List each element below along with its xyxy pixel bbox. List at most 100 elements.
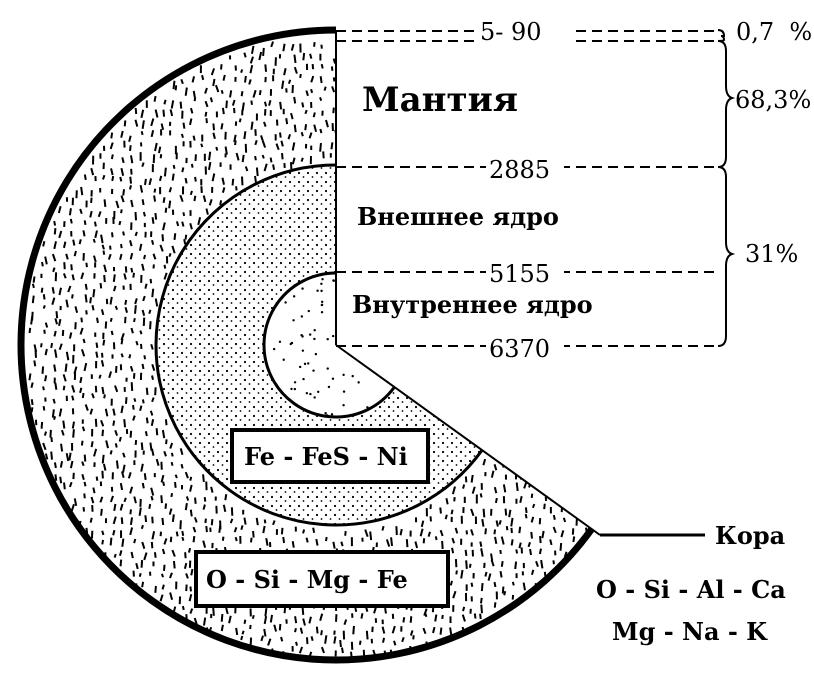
inner-core-texture-dot bbox=[273, 348, 275, 350]
mantle-texture-dash bbox=[265, 519, 266, 523]
inner-core-texture-dot bbox=[312, 369, 314, 371]
mantle-texture-dash bbox=[339, 124, 341, 131]
mantle-texture-dash bbox=[452, 510, 453, 514]
mantle-texture-dash bbox=[244, 53, 245, 58]
mantle-texture-dash bbox=[456, 135, 457, 140]
mantle-texture-dash bbox=[320, 614, 322, 621]
mantle-texture-dash bbox=[72, 396, 73, 401]
mantle-texture-dash bbox=[551, 442, 552, 446]
mantle-texture-dash bbox=[495, 537, 496, 544]
mantle-texture-dash bbox=[152, 531, 154, 539]
inner-core-texture-dot bbox=[300, 334, 302, 336]
mantle-texture-dash bbox=[605, 199, 606, 204]
mantle-texture-dash bbox=[322, 64, 323, 68]
mantle-texture-dash bbox=[295, 125, 296, 133]
mantle-texture-dash bbox=[189, 548, 190, 552]
mantle-texture-dash bbox=[131, 268, 132, 272]
mantle-texture-dash bbox=[174, 165, 175, 169]
mantle-texture-dash bbox=[370, 531, 371, 540]
mantle-texture-dash bbox=[593, 332, 594, 337]
mantle-texture-dash bbox=[182, 531, 183, 536]
mantle-texture-dash bbox=[142, 264, 144, 271]
mantle-texture-dash bbox=[322, 647, 324, 653]
mantle-texture-dash bbox=[576, 407, 578, 414]
mantle-texture-dash bbox=[225, 494, 226, 500]
mantle-texture-dash bbox=[104, 265, 106, 272]
mantle-texture-dash bbox=[143, 120, 144, 128]
mantle-texture-dash bbox=[605, 461, 606, 465]
mantle-texture-dash bbox=[265, 608, 266, 616]
mantle-texture-dash bbox=[625, 365, 626, 369]
crust-mass-percent: 0,7 % bbox=[736, 18, 812, 46]
mantle-texture-dash bbox=[155, 96, 156, 102]
mantle-texture-dash bbox=[255, 156, 256, 160]
mantle-texture-dash bbox=[53, 254, 55, 261]
inner-core-texture-dot bbox=[342, 404, 344, 406]
mantle-texture-dash bbox=[451, 581, 452, 586]
mantle-texture-dash bbox=[142, 582, 143, 587]
mantle-texture-dash bbox=[296, 642, 297, 646]
mantle-texture-dash bbox=[433, 54, 435, 59]
mantle-texture-dash bbox=[391, 155, 393, 163]
mantle-texture-dash bbox=[382, 54, 383, 59]
mantle-texture-dash bbox=[171, 493, 172, 497]
mantle-texture-dash bbox=[480, 186, 481, 193]
mantle-texture-dash bbox=[194, 136, 195, 141]
mantle-texture-dash bbox=[223, 75, 224, 81]
mantle-texture-dash bbox=[263, 155, 264, 158]
mantle-texture-dash bbox=[350, 113, 351, 122]
outer-core-base-depth-label: 5155 bbox=[489, 260, 550, 288]
mantle-texture-dash bbox=[55, 349, 56, 357]
mantle-texture-dash bbox=[163, 585, 164, 590]
mantle-texture-dash bbox=[206, 209, 207, 215]
mantle-texture-dash bbox=[111, 538, 112, 546]
mantle-texture-dash bbox=[293, 158, 295, 165]
mantle-texture-dash bbox=[513, 582, 514, 586]
mantle-texture-dash bbox=[592, 508, 593, 514]
mantle-texture-dash bbox=[142, 542, 144, 549]
mantle-texture-dash bbox=[186, 88, 187, 96]
mantle-texture-dash bbox=[269, 100, 270, 105]
mantle-texture-dash bbox=[95, 222, 96, 227]
mantle-texture-dash bbox=[606, 408, 607, 416]
mantle-texture-dash bbox=[530, 472, 531, 481]
inner-core-texture-dot bbox=[321, 278, 323, 280]
mantle-texture-dash bbox=[438, 67, 440, 74]
mantle-texture-dash bbox=[281, 637, 282, 641]
mantle-texture-dash bbox=[211, 98, 212, 103]
mantle-texture-dash bbox=[136, 212, 137, 220]
mantle-texture-dash bbox=[219, 525, 220, 533]
mantle-texture-dash bbox=[164, 451, 166, 456]
mantle-texture-dash bbox=[532, 517, 534, 523]
mantle-texture-dash bbox=[131, 155, 132, 163]
mantle-texture-dash bbox=[104, 464, 106, 471]
mantle-texture-dash bbox=[300, 647, 302, 653]
mantle-texture-dash bbox=[551, 429, 552, 437]
mantle-texture-dash bbox=[205, 497, 206, 501]
mantle-texture-dash bbox=[230, 90, 231, 97]
mantle-texture-dash bbox=[115, 554, 116, 558]
mantle-texture-dash bbox=[136, 563, 138, 569]
mantle-texture-dash bbox=[55, 318, 57, 324]
mantle-texture-dash bbox=[265, 164, 267, 171]
inner-core-texture-dot bbox=[283, 359, 285, 361]
mantle-texture-dash bbox=[241, 69, 242, 72]
mantle-texture-dash bbox=[177, 532, 178, 537]
mantle-texture-dash bbox=[271, 615, 272, 622]
mantle-texture-dash bbox=[260, 90, 261, 95]
mantle-texture-dash bbox=[102, 531, 103, 535]
mantle-texture-dash bbox=[452, 548, 453, 553]
inner-core-texture-dot bbox=[365, 271, 367, 273]
mantle-texture-dash bbox=[326, 537, 327, 541]
mantle-texture-dash bbox=[173, 174, 174, 181]
mantle-texture-dash bbox=[55, 474, 56, 480]
mantle-texture-dash bbox=[55, 383, 56, 390]
mantle-texture-dash bbox=[481, 493, 482, 497]
mantle-texture-dash bbox=[171, 109, 173, 115]
mantle-texture-dash bbox=[482, 519, 483, 527]
mantle-texture-dash bbox=[594, 362, 596, 370]
mantle-texture-dash bbox=[314, 125, 316, 132]
mantle-texture-dash bbox=[446, 197, 447, 201]
mantle-texture-dash bbox=[385, 146, 386, 152]
mantle-texture-dash bbox=[102, 387, 103, 394]
